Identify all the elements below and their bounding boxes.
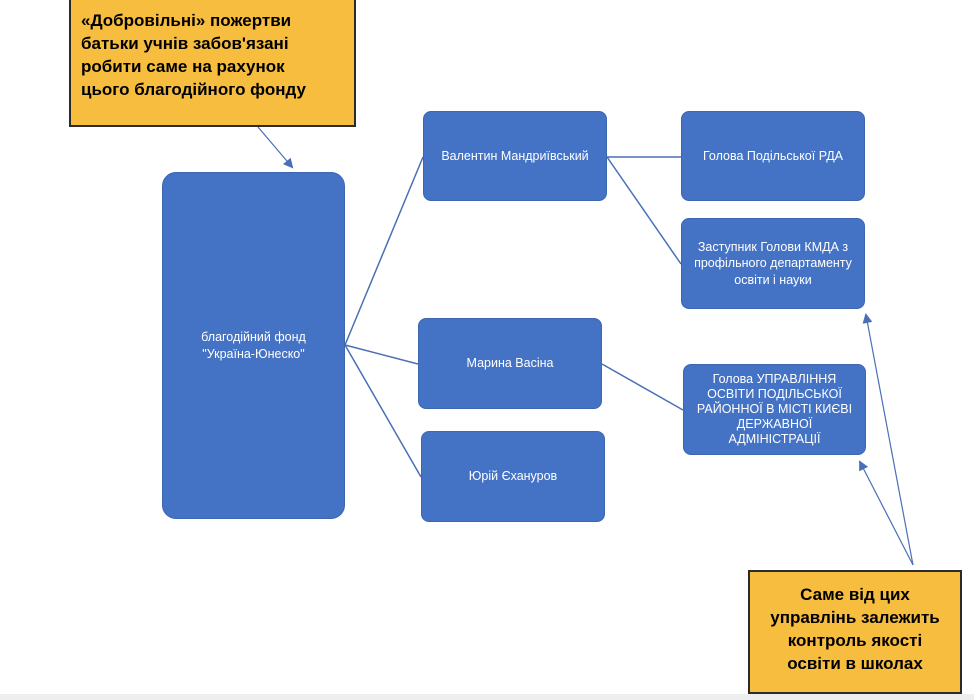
node-head-education-dept: Голова УПРАВЛІННЯ ОСВІТИ ПОДІЛЬСЬКОЇ РАЙ… <box>683 364 866 455</box>
callout-quality-control-text: Саме від цих управлінь залежить контроль… <box>770 585 940 673</box>
connector-fund-mandriyivskyi <box>344 156 424 346</box>
node-head-podilska-rda: Голова Подільської РДА <box>681 111 865 201</box>
node-vasina-label: Марина Васіна <box>466 356 554 371</box>
connector-mandriyivskyi-deputy-kmda <box>606 156 682 265</box>
node-head-podilska-rda-label: Голова Подільської РДА <box>702 148 844 163</box>
connector-fund-yekhanurov <box>344 344 422 478</box>
callout-quality-control: Саме від цих управлінь залежить контроль… <box>748 570 962 694</box>
connector-vasina-head-education-dept <box>601 363 684 411</box>
node-vasina: Марина Васіна <box>418 318 602 409</box>
arrow-bottom-callout-to-head-education-dept <box>859 460 914 566</box>
node-charity-fund-label: благодійний фонд "Україна-Юнеско" <box>201 330 306 361</box>
callout-voluntary-donations: «Добровільні» пожертви батьки учнів забо… <box>69 0 356 127</box>
node-deputy-kmda-label: Заступник Голови КМДА з профільного депа… <box>694 240 852 287</box>
node-yekhanurov-label: Юрій Єхануров <box>468 469 558 484</box>
node-yekhanurov: Юрій Єхануров <box>421 431 605 522</box>
node-mandriyivskyi: Валентин Мандриївський <box>423 111 607 201</box>
bottom-edge-strip <box>0 694 974 700</box>
callout-voluntary-donations-text: «Добровільні» пожертви батьки учнів забо… <box>81 11 306 99</box>
node-deputy-kmda: Заступник Голови КМДА з профільного депа… <box>681 218 865 309</box>
node-mandriyivskyi-label: Валентин Мандриївський <box>441 148 589 163</box>
node-charity-fund: благодійний фонд "Україна-Юнеско" <box>162 172 345 519</box>
connector-fund-vasina <box>344 344 419 365</box>
node-head-education-dept-label: Голова УПРАВЛІННЯ ОСВІТИ ПОДІЛЬСЬКОЇ РАЙ… <box>696 372 853 446</box>
arrow-bottom-callout-to-deputy-kmda <box>862 313 914 566</box>
arrow-top-callout-to-fund <box>257 126 294 169</box>
